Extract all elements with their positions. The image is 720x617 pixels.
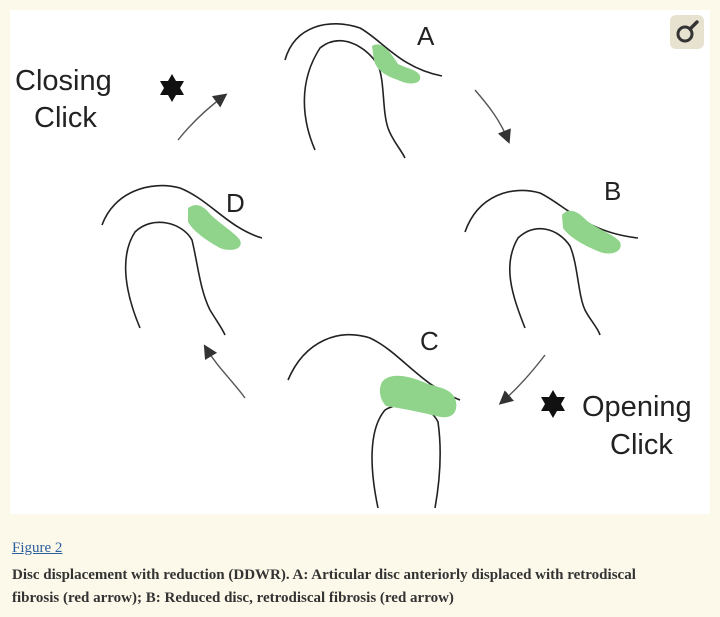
stage-c-joint: C bbox=[287, 326, 461, 509]
stage-c-fossa bbox=[287, 333, 461, 401]
stage-d-condyle bbox=[124, 221, 226, 336]
stage-d-disc bbox=[188, 205, 241, 250]
arrow-a-to-b bbox=[474, 89, 511, 144]
arrow-c-to-d bbox=[203, 344, 246, 399]
arrow-d-to-a bbox=[177, 93, 228, 141]
stage-a-label: A bbox=[417, 21, 435, 51]
zoom-magnifier-icon bbox=[676, 20, 699, 43]
figure-caption: Disc displacement with reduction (DDWR).… bbox=[12, 564, 702, 610]
opening-click-line1: Opening bbox=[582, 391, 692, 423]
stage-b-label: B bbox=[604, 176, 621, 206]
stage-c-condyle bbox=[371, 403, 441, 509]
closing-click-star-icon bbox=[160, 74, 184, 102]
stage-d-fossa bbox=[101, 184, 263, 239]
stage-c-label: C bbox=[420, 326, 439, 356]
figure-image[interactable]: A B C D Closin bbox=[10, 10, 710, 514]
caption-line-1: Disc displacement with reduction (DDWR).… bbox=[12, 567, 636, 583]
closing-click-line2: Click bbox=[34, 102, 97, 134]
stage-a-fossa bbox=[284, 23, 443, 77]
stage-a-disc bbox=[372, 44, 421, 84]
stage-b-joint: B bbox=[464, 176, 639, 336]
stage-b-fossa bbox=[464, 189, 639, 239]
stage-d-label: D bbox=[226, 188, 245, 218]
closing-click-line1: Closing bbox=[15, 65, 112, 97]
ddwr-diagram: A B C D Closin bbox=[15, 21, 692, 509]
caption-line-2: fibrosis (red arrow); B: Reduced disc, r… bbox=[12, 590, 454, 606]
opening-click-line2: Click bbox=[610, 429, 673, 461]
stage-c-disc bbox=[379, 375, 457, 418]
stage-b-condyle bbox=[509, 228, 601, 336]
opening-click-star-icon bbox=[541, 390, 565, 418]
zoom-button[interactable] bbox=[670, 15, 704, 49]
stage-b-disc bbox=[562, 210, 621, 254]
figure-link[interactable]: Figure 2 bbox=[12, 540, 63, 556]
stage-a-joint: A bbox=[284, 21, 443, 159]
stage-d-joint: D bbox=[101, 184, 263, 336]
arrow-b-to-c bbox=[498, 354, 546, 405]
